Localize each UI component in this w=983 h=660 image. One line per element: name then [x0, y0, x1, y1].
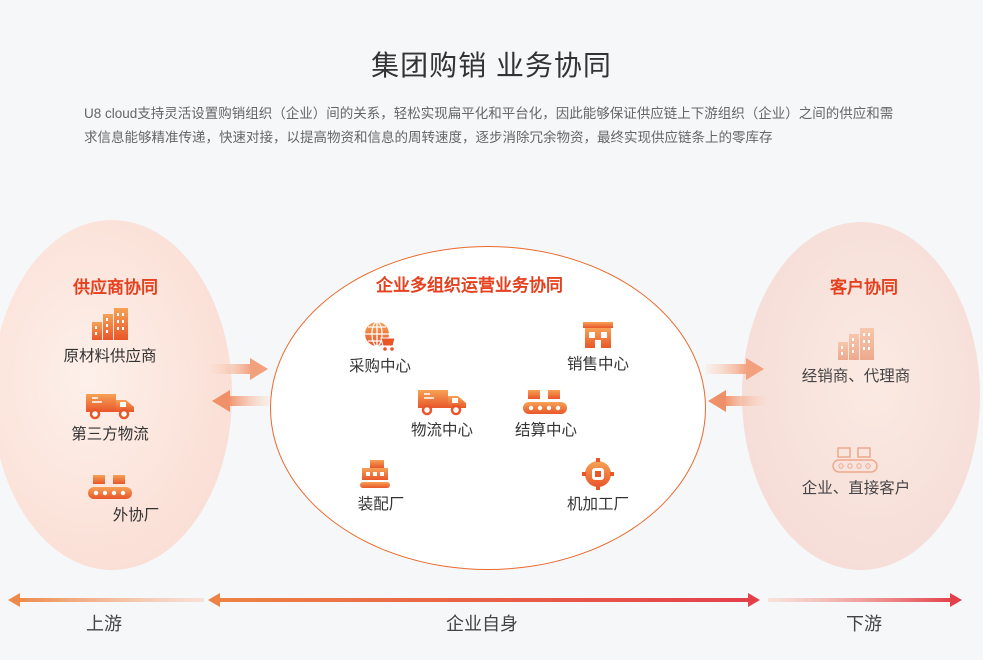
- node-label: 结算中心: [514, 422, 577, 439]
- truck-icon: [418, 390, 466, 416]
- node-label: 经销商、代理商: [801, 368, 911, 385]
- enterprise-collaboration-title: 企业多组织运营业务协同: [376, 276, 563, 295]
- node-label: 原材料供应商: [63, 348, 157, 365]
- node-logistics-center: 物流中心: [400, 388, 484, 440]
- node-label: 第三方物流: [71, 426, 149, 443]
- conveyor-icon: [88, 475, 132, 499]
- node-machining-plant: 机加工厂: [556, 458, 640, 514]
- node-third-party-logistics: 第三方物流: [62, 392, 158, 444]
- axis-label-downstream: 下游: [846, 614, 882, 634]
- factory-icon: [92, 308, 128, 340]
- node-label: 企业、直接客户: [801, 480, 911, 497]
- node-enterprise-direct-customers: 企业、直接客户: [792, 446, 920, 498]
- conveyor-icon: [832, 447, 878, 473]
- node-distributors-agents: 经销商、代理商: [792, 328, 920, 386]
- assembly-icon: [360, 460, 390, 488]
- downstream-axis-arrow: [768, 593, 962, 607]
- upstream-axis-arrow: [8, 593, 204, 607]
- globe-cart-icon: [365, 321, 396, 351]
- axis-label-upstream: 上游: [86, 614, 122, 634]
- node-label: 外协厂: [112, 507, 160, 524]
- node-purchasing-center: 采购中心: [336, 320, 424, 376]
- node-label: 装配厂: [357, 496, 405, 513]
- page-description: U8 cloud支持灵活设置购销组织（企业）间的关系，轻松实现扁平化和平台化，因…: [84, 106, 894, 145]
- node-raw-material-supplier: 原材料供应商: [58, 308, 162, 366]
- node-settlement-center: 结算中心: [504, 388, 588, 440]
- arrow-left-icon: [708, 390, 766, 412]
- node-sales-center: 销售中心: [556, 320, 640, 374]
- exchange-arrows-right: [706, 358, 766, 412]
- conveyor-icon: [523, 390, 567, 414]
- node-assembly-plant: 装配厂: [348, 458, 414, 514]
- supplier-collaboration-title: 供应商协同: [73, 278, 158, 297]
- arrow-right-icon: [706, 358, 764, 380]
- axis-label-enterprise-self: 企业自身: [446, 614, 518, 634]
- customer-collaboration-title: 客户协同: [830, 278, 898, 297]
- truck-icon: [86, 394, 134, 420]
- customer-collaboration-ellipse: [742, 222, 980, 570]
- building-icon: [838, 328, 874, 360]
- gear-icon: [582, 458, 614, 490]
- node-label: 物流中心: [410, 422, 473, 439]
- node-label: 销售中心: [566, 356, 629, 373]
- page-title: 集团购销 业务协同: [371, 50, 612, 81]
- arrow-right-icon: [210, 358, 268, 380]
- enterprise-self-axis-arrow: [208, 593, 760, 607]
- exchange-arrows-left: [210, 358, 270, 412]
- store-icon: [583, 322, 613, 348]
- node-outsourcing-factory: 外协厂: [82, 473, 172, 525]
- enterprise-collaboration-ellipse: [270, 246, 706, 570]
- node-label: 机加工厂: [566, 496, 629, 513]
- arrow-left-icon: [212, 390, 270, 412]
- node-label: 采购中心: [348, 358, 411, 375]
